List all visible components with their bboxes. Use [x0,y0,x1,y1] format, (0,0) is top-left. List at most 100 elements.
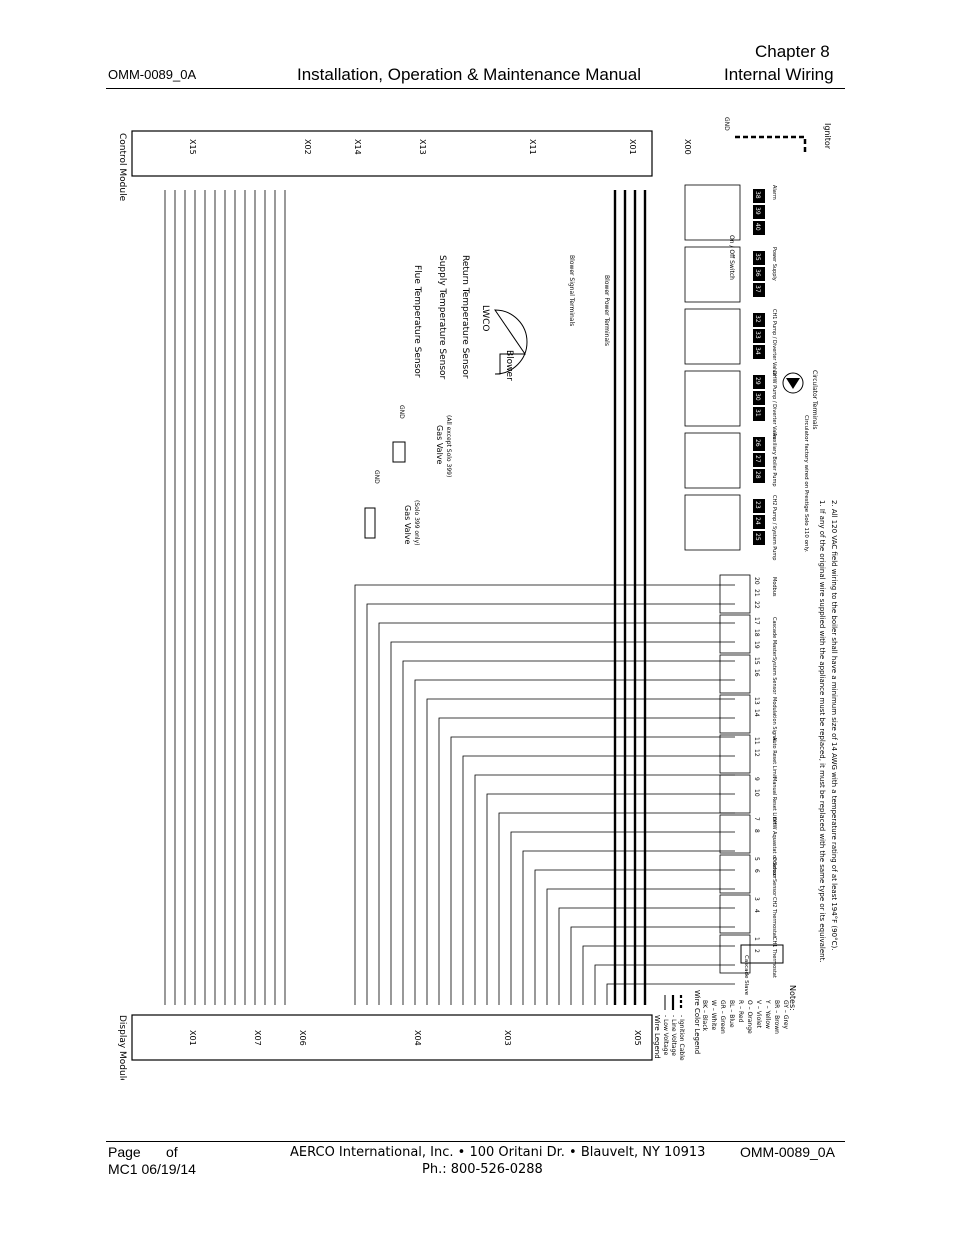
wire-legend-line: - Line Voltage [670,1015,677,1056]
field-wire [426,698,735,1005]
lowvolt-pin-20: 20 [753,577,760,585]
field-wire [510,831,735,1005]
color-legend-item: O – Orange [746,1000,753,1034]
field-wire [402,660,735,1005]
notes-title: Notes: [788,985,797,1011]
display-connector-x05: X05 [633,1030,642,1046]
lowvolt-terminal-label: Modbus [771,577,777,597]
company-phone: Ph.: 800-526-0288 [422,1162,543,1177]
lowvolt-terminal-label: CH1 Thermostat [771,937,777,978]
power-pin-34: 34 [754,347,761,355]
revision-label: MC1 06/19/14 [108,1161,196,1177]
lwco-label: LWCO [480,305,490,331]
lowvolt-terminal-label: Outdoor Sensor [771,857,777,897]
lowvolt-pin-11: 11 [753,737,760,745]
control-module: Control Module [117,130,653,202]
control-module-title: Control Module [117,133,127,202]
gnd-label-3: GND [723,117,730,131]
gas-valve-1: Gas Valve (Solo 399 only) [364,500,420,545]
notes: Notes: 1. If any of the original wire su… [788,500,838,1011]
lowvolt-terminal-label: Modulation Signal [771,697,777,742]
power-pin-38: 38 [754,191,761,199]
display-connector-x03: X03 [503,1030,512,1046]
flue-sensor-label: Flue Temperature Sensor [412,265,422,378]
field-wire [486,793,735,1005]
blower-power-label: Blower Power Terminals [603,275,610,346]
cascade-slave: Cascade Slave [740,944,784,996]
power-pin-37: 37 [754,285,761,293]
field-wire [570,926,735,1005]
wire-legend-title: Wire Legend [653,1015,661,1059]
page-label: Page [108,1144,141,1160]
lowvolt-terminal-label: Cascade Master [771,617,777,658]
color-legend-item: GR – Green [719,1000,726,1034]
display-module-title: Display Module [117,1015,127,1080]
field-wire [546,888,735,1005]
page-of-label: of [166,1144,178,1160]
lowvolt-pin-1: 1 [753,937,760,941]
ignitor: Ignitor [735,123,832,155]
power-pin-30: 30 [754,393,761,401]
color-legend-item: BK – Black [701,1000,708,1032]
power-pin-25: 25 [754,533,761,541]
lowvolt-pin-6: 6 [753,869,760,873]
field-wire [474,774,735,1005]
gnd-label-2: GND [398,405,405,419]
ignitor-label: Ignitor [823,123,832,150]
lowvolt-terminal-label: DHW Aquastat or Sensor [771,817,777,880]
return-sensor-label: Return Temperature Sensor [460,255,470,379]
lowvolt-pin-3: 3 [753,897,760,901]
lowvolt-terminal-label: Manual Reset Limit [771,777,777,825]
power-pin-23: 23 [754,501,761,509]
supply-sensor-label: Supply Temperature Sensor [437,255,447,380]
blower-label: Blower [504,350,514,381]
color-legend-title: Wire Color Legend [693,990,701,1054]
blower: Blower [494,309,528,381]
wire-legend: Wire Legend - Low Voltage - Line Voltage… [653,995,685,1061]
lowvolt-terminal-label: System Sensor [771,657,777,695]
lowvolt-pin-5: 5 [753,857,760,861]
on-off-switch-label: On / Off Switch [728,235,735,280]
color-legend-item: V – Violet [755,1000,762,1029]
note-1: 1. If any of the original wire supplied … [818,500,826,963]
wire-legend-ignition: - Ignition Cable [678,1015,685,1061]
field-wire [378,622,735,1005]
power-terminal-label: CH2 Pump / System Pump [771,495,777,560]
power-pin-39: 39 [754,207,761,215]
color-legend-item: W – White [710,1000,717,1031]
power-terminal-label: DHW Pump / Diverter Valve [771,371,777,440]
color-legend-item: BL – Blue [728,1000,735,1028]
power-pin-36: 36 [754,269,761,277]
field-wire [450,736,735,1005]
company-address: AERCO International, Inc. • 100 Oritani … [290,1145,706,1160]
gnd-label-1: GND [373,470,380,484]
gas-valve-1-note: (Solo 399 only) [413,500,420,545]
lowvolt-pin-22: 22 [753,601,760,609]
power-terminal-label: Alarm [771,185,777,200]
power-pin-33: 33 [754,331,761,339]
control-connector-x02: X02 [303,139,312,155]
gas-valve-2: Gas Valve (All except Solo 399) [392,415,452,477]
power-pin-35: 35 [754,253,761,261]
footer-divider [106,1141,845,1142]
lowvolt-pin-9: 9 [753,777,760,781]
field-wire [582,945,735,1005]
chapter-label: Chapter 8 [755,42,830,61]
lowvolt-pin-13: 13 [753,697,760,705]
lowvolt-terminal-group: 5 6 Outdoor Sensor [719,854,777,897]
lowvolt-pin-15: 15 [753,657,760,665]
field-wire [558,907,735,1005]
gas-valve-1-label: Gas Valve [403,505,412,545]
control-connector-x01: X01 [628,139,637,155]
